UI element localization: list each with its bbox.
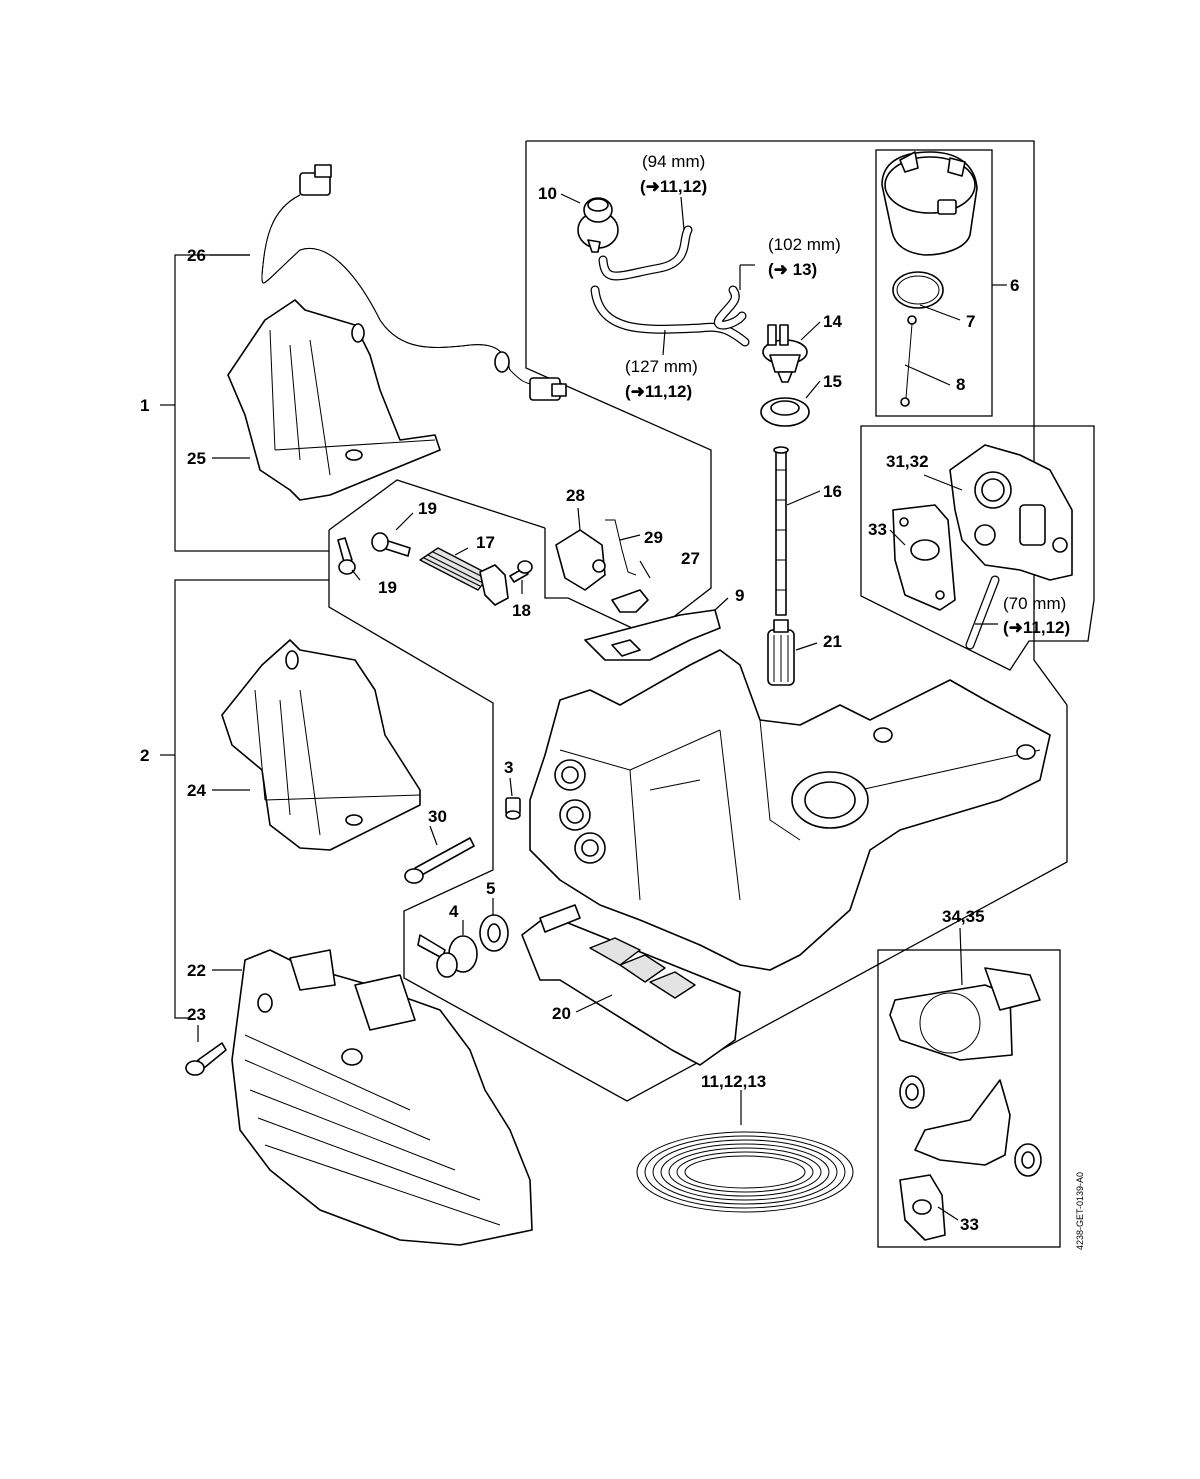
shroud-25 [227,299,441,501]
label-29: 29 [644,528,663,547]
tank-cap-6 [881,151,978,256]
label-10: 10 [538,184,557,203]
label-22: 22 [187,961,206,980]
gasket-set-box [877,949,1061,1248]
label-9: 9 [735,586,744,605]
screw-19b [337,537,356,575]
gasket-set-34-35 [889,967,1042,1241]
main-housing [529,649,1051,971]
label-2: 2 [140,746,149,765]
shroud-24 [221,639,421,851]
label-17: 17 [476,533,495,552]
label-25: 25 [187,449,206,468]
carb-gasket-33a [892,504,956,611]
hose-102mm [713,285,747,330]
label-23: 23 [187,1005,206,1024]
screw-30 [404,837,475,884]
screw-19a [371,532,411,557]
label-31-32: 31,32 [886,452,929,471]
label-21: 21 [823,632,842,651]
oil-pump-17 [419,547,509,606]
label-27: 27 [681,549,700,568]
label-24: 24 [187,781,206,800]
carburetor-31-32 [949,444,1073,581]
leader-lines [160,193,998,1221]
baffle-20 [521,904,741,1066]
bracket-2 [174,579,329,1019]
label-19-bottom: 19 [378,578,397,597]
fuel-system-frame [526,140,1068,706]
dimension-94mm-ref: (➜11,12) [640,177,707,196]
valve-4 [417,934,478,978]
valve-10 [577,197,619,253]
oil-pump-box [328,479,546,531]
label-14: 14 [823,312,842,331]
oil-pump-box-lower [328,530,1068,1102]
fuel-filter-21 [767,619,795,686]
label-18: 18 [512,601,531,620]
label-16: 16 [823,482,842,501]
dimension-127mm-ref: (➜11,12) [625,382,692,401]
label-7: 7 [966,312,975,331]
label-1: 1 [140,396,149,415]
wiring-harness-26 [261,164,567,401]
tank-cap-box [875,149,993,417]
document-id: 4238-GET-0139-A0 [1075,1172,1085,1250]
grommet-5 [479,914,509,952]
label-3: 3 [504,758,513,777]
label-30: 30 [428,807,447,826]
hose-94mm [598,225,693,281]
label-11-12-13: 11,12,13 [701,1072,766,1091]
dimension-94mm: (94 mm) [642,152,705,171]
grommet-15 [760,397,810,427]
label-33-gasket: 33 [960,1215,979,1234]
label-6: 6 [1010,276,1019,295]
dimension-70mm: (70 mm) [1003,594,1066,613]
label-34-35: 34,35 [942,907,985,926]
label-26: 26 [187,246,206,265]
label-19-top: 19 [418,499,437,518]
label-4: 4 [449,902,459,921]
label-20: 20 [552,1004,571,1023]
hose-70mm [965,575,1000,650]
retainer-8 [900,315,917,407]
cam-28 [555,529,606,591]
bracket-9 [584,609,721,661]
dimension-102mm: (102 mm) [768,235,841,254]
hose-127mm [590,285,750,347]
bushing-3 [505,797,521,820]
label-28: 28 [566,486,585,505]
label-33-carb: 33 [868,520,887,539]
o-ring-7-inner [896,275,940,305]
dimension-70mm-ref: (➜11,12) [1003,618,1070,637]
carburetor-box [860,425,1095,671]
suction-hose-16 [773,446,789,616]
screw-18 [509,560,533,583]
label-15: 15 [823,372,842,391]
cover-22 [231,949,533,1246]
screw-23 [185,1042,227,1076]
dimension-127mm: (127 mm) [625,357,698,376]
label-8: 8 [956,375,965,394]
fitting-14 [762,324,808,383]
label-5: 5 [486,879,495,898]
clip-27 [611,589,649,613]
dimension-102mm-ref: (➜ 13) [768,260,817,279]
hose-coil-11-12-13 [636,1131,854,1213]
o-ring-7 [892,271,944,309]
spring-29 [605,519,637,576]
